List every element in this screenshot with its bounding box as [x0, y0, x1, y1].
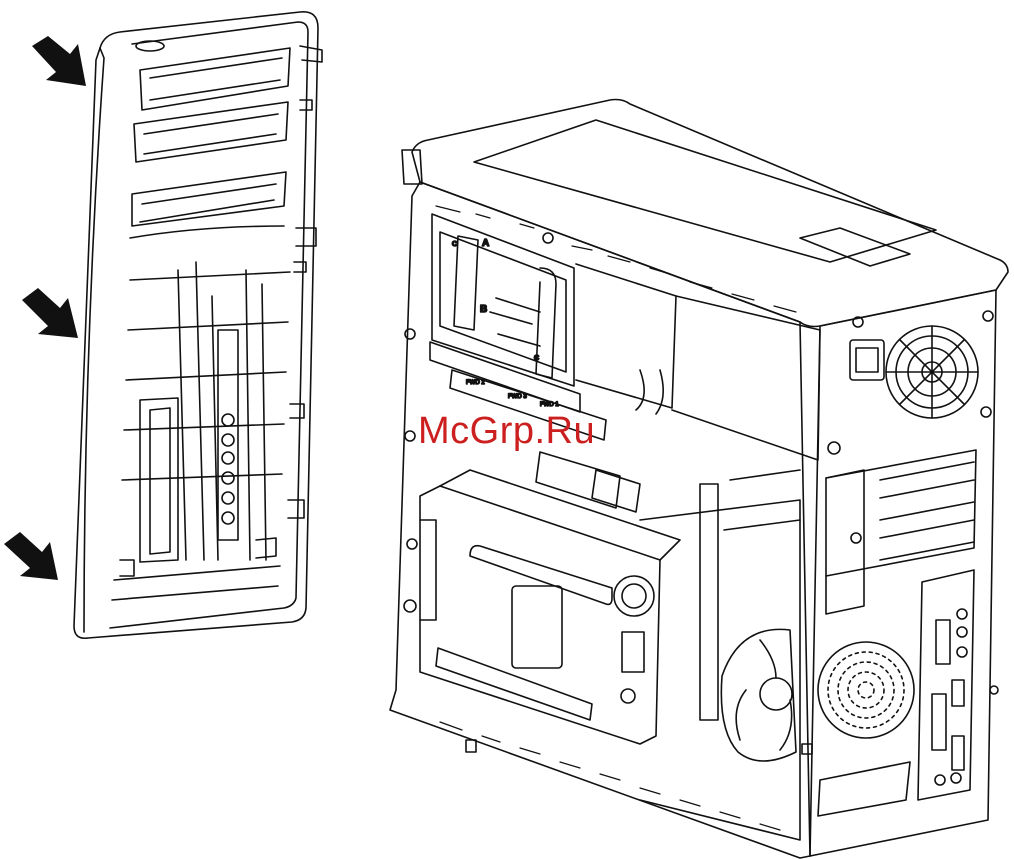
io-port-panel — [918, 570, 974, 800]
cpu-fan — [721, 629, 796, 761]
bay-label-a: A — [482, 238, 489, 249]
bay-label-fwd1: FWD 1 — [540, 402, 559, 408]
bay-label-b: B — [480, 304, 487, 315]
bay-label-fwd3: FWD 3 — [508, 394, 527, 400]
front-bezel-panel — [74, 12, 322, 638]
arrow-icon-bottom — [4, 532, 58, 580]
computer-chassis: A B C C FWD 2 FWD 3 FWD 1 — [390, 100, 1008, 859]
expansion-slots — [826, 450, 976, 614]
hard-drive-cage — [420, 470, 680, 744]
bay-label-c1: C — [452, 241, 457, 248]
bay-label-c2: C — [534, 355, 539, 362]
power-supply-unit — [576, 264, 978, 460]
rear-fan-grille — [818, 642, 914, 738]
arrow-icon-top — [32, 36, 86, 86]
arrow-icon-middle — [22, 288, 78, 338]
bay-label-fwd2: FWD 2 — [466, 380, 485, 386]
